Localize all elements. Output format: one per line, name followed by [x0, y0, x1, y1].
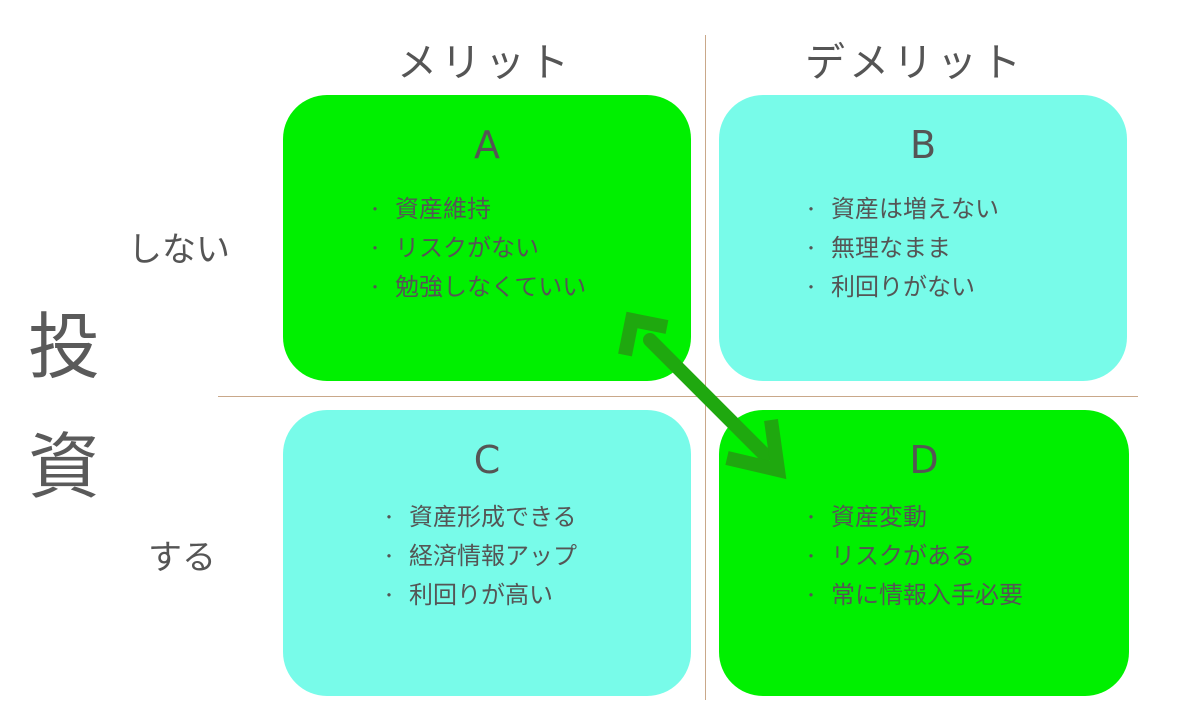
list-item: ・資産は増えない — [803, 190, 999, 229]
list-item-text: リスクがない — [395, 234, 539, 262]
list-item: ・無理なまま — [803, 229, 999, 268]
bullet: ・ — [803, 586, 820, 605]
list-item-text: リスクがある — [831, 542, 975, 570]
vertical-divider — [705, 35, 706, 700]
list-item: ・資産変動 — [803, 498, 1023, 537]
list-item-text: 経済情報アップ — [409, 542, 577, 570]
list-item: ・リスクがない — [367, 229, 586, 268]
list-item-text: 無理なまま — [831, 234, 951, 262]
list-item-text: 利回りがない — [831, 273, 975, 301]
bullet: ・ — [803, 278, 820, 297]
bullet: ・ — [367, 278, 384, 297]
list-item: ・利回りが高い — [381, 576, 577, 615]
quadrant-b: B ・資産は増えない ・無理なまま ・利回りがない — [719, 95, 1127, 381]
quadrant-a-list: ・資産維持 ・リスクがない ・勉強しなくていい — [367, 190, 586, 307]
quadrant-b-label: B — [909, 123, 937, 167]
row-label-no: しない — [128, 230, 230, 270]
bullet: ・ — [803, 200, 820, 219]
quadrant-c-list: ・資産形成できる ・経済情報アップ ・利回りが高い — [381, 498, 577, 615]
row-label-yes: する — [148, 538, 216, 578]
horizontal-divider — [218, 396, 1138, 397]
list-item: ・資産形成できる — [381, 498, 577, 537]
list-item-text: 常に情報入手必要 — [831, 581, 1023, 609]
axis-title-char-1: 投 — [28, 305, 101, 389]
quadrant-c: C ・資産形成できる ・経済情報アップ ・利回りが高い — [283, 410, 691, 696]
list-item-text: 利回りが高い — [409, 581, 553, 609]
quadrant-d: D ・資産変動 ・リスクがある ・常に情報入手必要 — [719, 410, 1129, 696]
bullet: ・ — [803, 508, 820, 527]
quadrant-d-label: D — [909, 438, 939, 482]
bullet: ・ — [381, 547, 398, 566]
list-item: ・資産維持 — [367, 190, 586, 229]
list-item: ・常に情報入手必要 — [803, 576, 1023, 615]
bullet: ・ — [367, 239, 384, 258]
quadrant-c-label: C — [473, 438, 501, 482]
bullet: ・ — [803, 547, 820, 566]
list-item: ・リスクがある — [803, 537, 1023, 576]
bullet: ・ — [381, 508, 398, 527]
column-header-demerit: デメリット — [805, 40, 1025, 86]
quadrant-b-list: ・資産は増えない ・無理なまま ・利回りがない — [803, 190, 999, 307]
column-header-merit: メリット — [397, 40, 573, 86]
list-item-text: 資産維持 — [395, 195, 491, 223]
list-item: ・勉強しなくていい — [367, 268, 586, 307]
list-item-text: 勉強しなくていい — [395, 273, 587, 301]
bullet: ・ — [367, 200, 384, 219]
axis-title-char-2: 資 — [28, 425, 101, 509]
quadrant-a-label: A — [474, 123, 500, 167]
list-item-text: 資産は増えない — [831, 195, 999, 223]
list-item-text: 資産変動 — [831, 503, 927, 531]
list-item: ・経済情報アップ — [381, 537, 577, 576]
list-item: ・利回りがない — [803, 268, 999, 307]
list-item-text: 資産形成できる — [409, 503, 577, 531]
quadrant-d-list: ・資産変動 ・リスクがある ・常に情報入手必要 — [803, 498, 1023, 615]
bullet: ・ — [381, 586, 398, 605]
bullet: ・ — [803, 239, 820, 258]
